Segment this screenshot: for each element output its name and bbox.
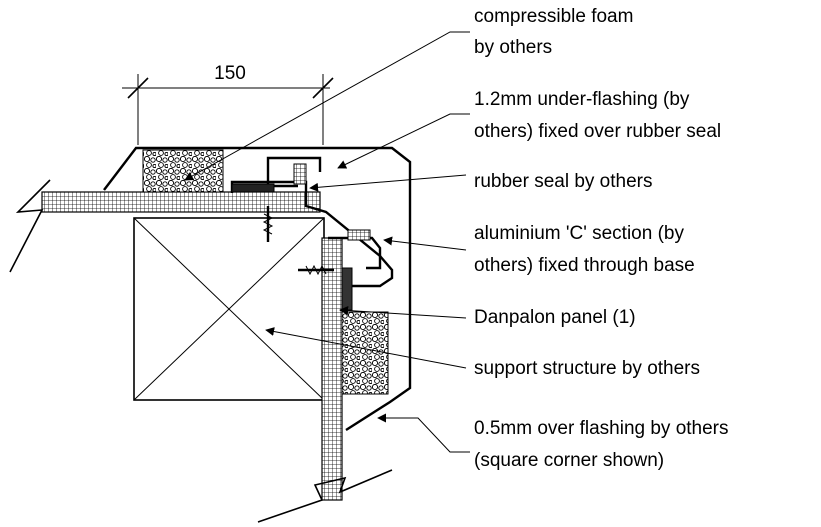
label-overflashing-line2: (square corner shown) bbox=[474, 450, 664, 471]
c-section bbox=[266, 156, 382, 270]
label-underflashing-line2: others) fixed over rubber seal bbox=[474, 121, 721, 142]
leader-support bbox=[265, 327, 467, 369]
leader-rubber-seal bbox=[309, 174, 467, 192]
vertical-panel bbox=[257, 237, 393, 523]
label-underflashing-line1: 1.2mm under-flashing (by bbox=[474, 89, 690, 110]
label-c-section-line2: others) fixed through base bbox=[474, 255, 695, 276]
rubber-seal-top bbox=[231, 183, 275, 193]
label-foam-line1: compressible foam bbox=[474, 6, 633, 27]
leader-underflashing bbox=[337, 113, 470, 169]
leader-panel bbox=[339, 306, 467, 319]
over-flashing bbox=[103, 146, 412, 432]
label-rubber-seal: rubber seal by others bbox=[474, 171, 653, 192]
leader-foam bbox=[184, 31, 470, 181]
label-support: support structure by others bbox=[474, 358, 700, 379]
leader-overflashing bbox=[377, 413, 470, 453]
screw-vertical bbox=[262, 206, 274, 242]
screw-horizontal bbox=[298, 264, 334, 276]
label-c-section-line1: aluminium 'C' section (by bbox=[474, 223, 684, 244]
rubber-seal-vertical bbox=[341, 267, 353, 311]
leader-c-section bbox=[383, 236, 467, 251]
label-foam-line2: by others bbox=[474, 37, 552, 58]
foam-top bbox=[142, 149, 224, 193]
label-panel: Danpalon panel (1) bbox=[474, 307, 636, 328]
horizontal-panel bbox=[9, 179, 321, 273]
dimension-150: 150 bbox=[122, 63, 334, 145]
foam-right bbox=[341, 311, 389, 395]
dimension-label: 150 bbox=[214, 63, 246, 84]
label-overflashing-line1: 0.5mm over flashing by others bbox=[474, 418, 729, 439]
support-structure bbox=[133, 217, 325, 401]
